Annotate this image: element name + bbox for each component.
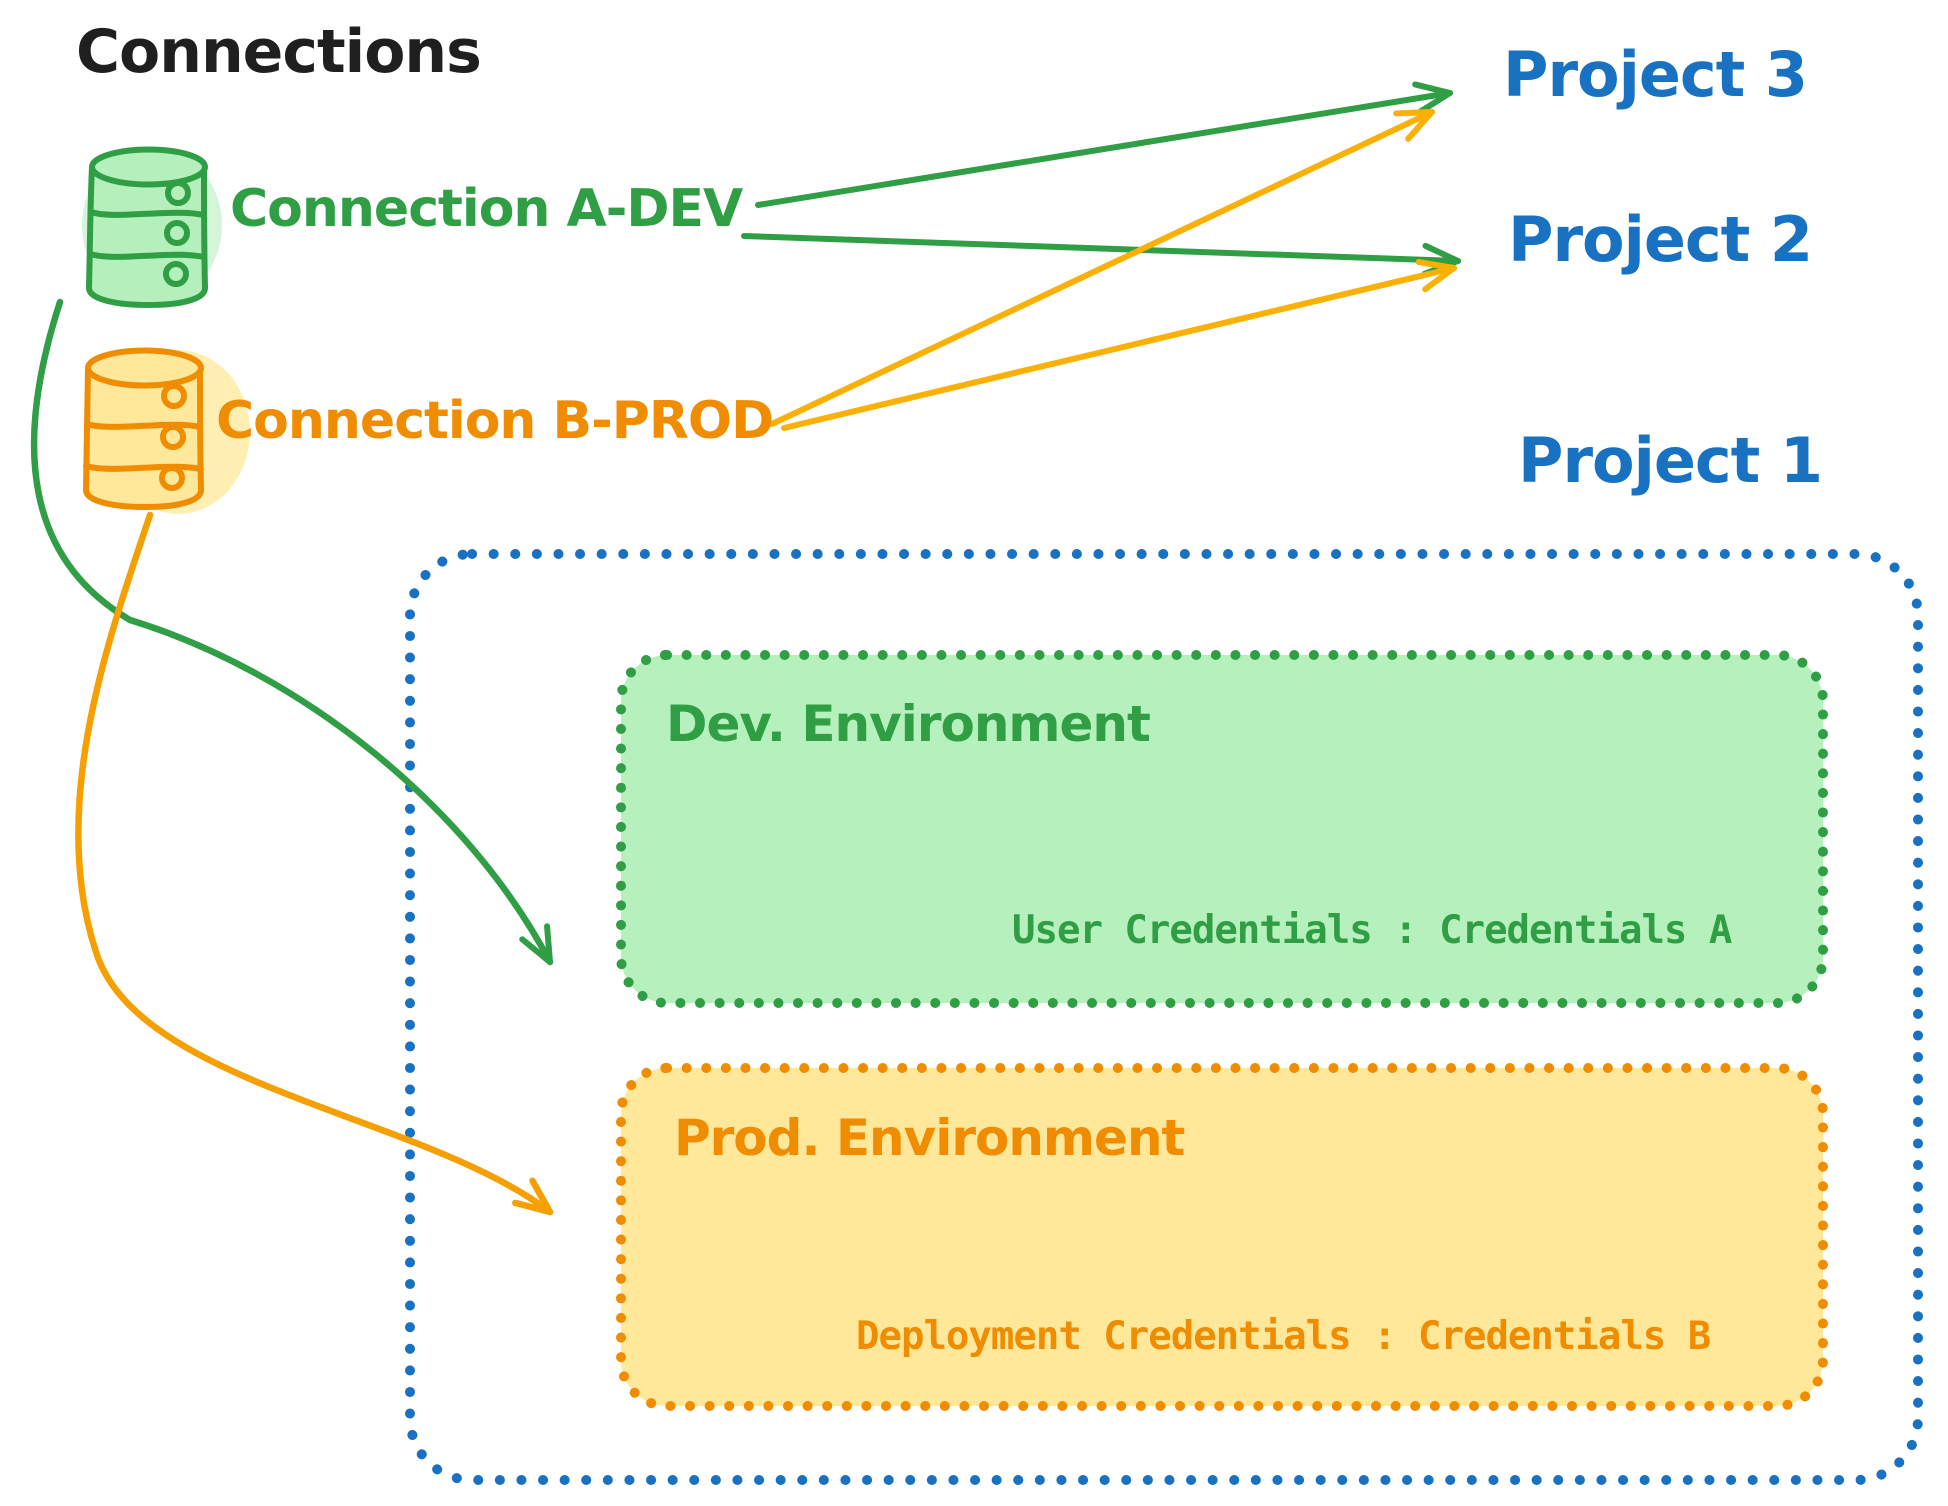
database-icon-a-dev bbox=[82, 146, 222, 308]
arrow-b-prod-to-project-2 bbox=[781, 259, 1457, 431]
dev-environment-box bbox=[616, 650, 1828, 1008]
dev-environment-credentials: User Credentials : Credentials A bbox=[1012, 908, 1732, 953]
arrow-b-prod-to-prod-environment bbox=[75, 511, 554, 1216]
prod-environment-title: Prod. Environment bbox=[674, 1109, 1185, 1167]
project-2-label: Project 2 bbox=[1508, 203, 1813, 276]
arrow-a-dev-to-project-2 bbox=[741, 233, 1461, 277]
arrow-b-prod-to-project-3 bbox=[769, 109, 1435, 427]
dev-environment-title: Dev. Environment bbox=[666, 695, 1151, 753]
diagram-title: Connections bbox=[76, 17, 482, 87]
arrow-a-dev-to-project-3 bbox=[755, 81, 1453, 208]
project1-container-box bbox=[405, 549, 1923, 1485]
database-icon-b-prod bbox=[83, 347, 250, 514]
project-3-label: Project 3 bbox=[1503, 38, 1808, 111]
project-1-label: Project 1 bbox=[1518, 424, 1823, 497]
connection-a-dev-label: Connection A-DEV bbox=[230, 179, 743, 239]
connection-b-prod-label: Connection B-PROD bbox=[216, 391, 774, 451]
arrow-a-dev-to-dev-environment bbox=[30, 298, 554, 966]
prod-environment-credentials: Deployment Credentials : Credentials B bbox=[856, 1314, 1711, 1359]
prod-environment-box bbox=[616, 1063, 1828, 1411]
